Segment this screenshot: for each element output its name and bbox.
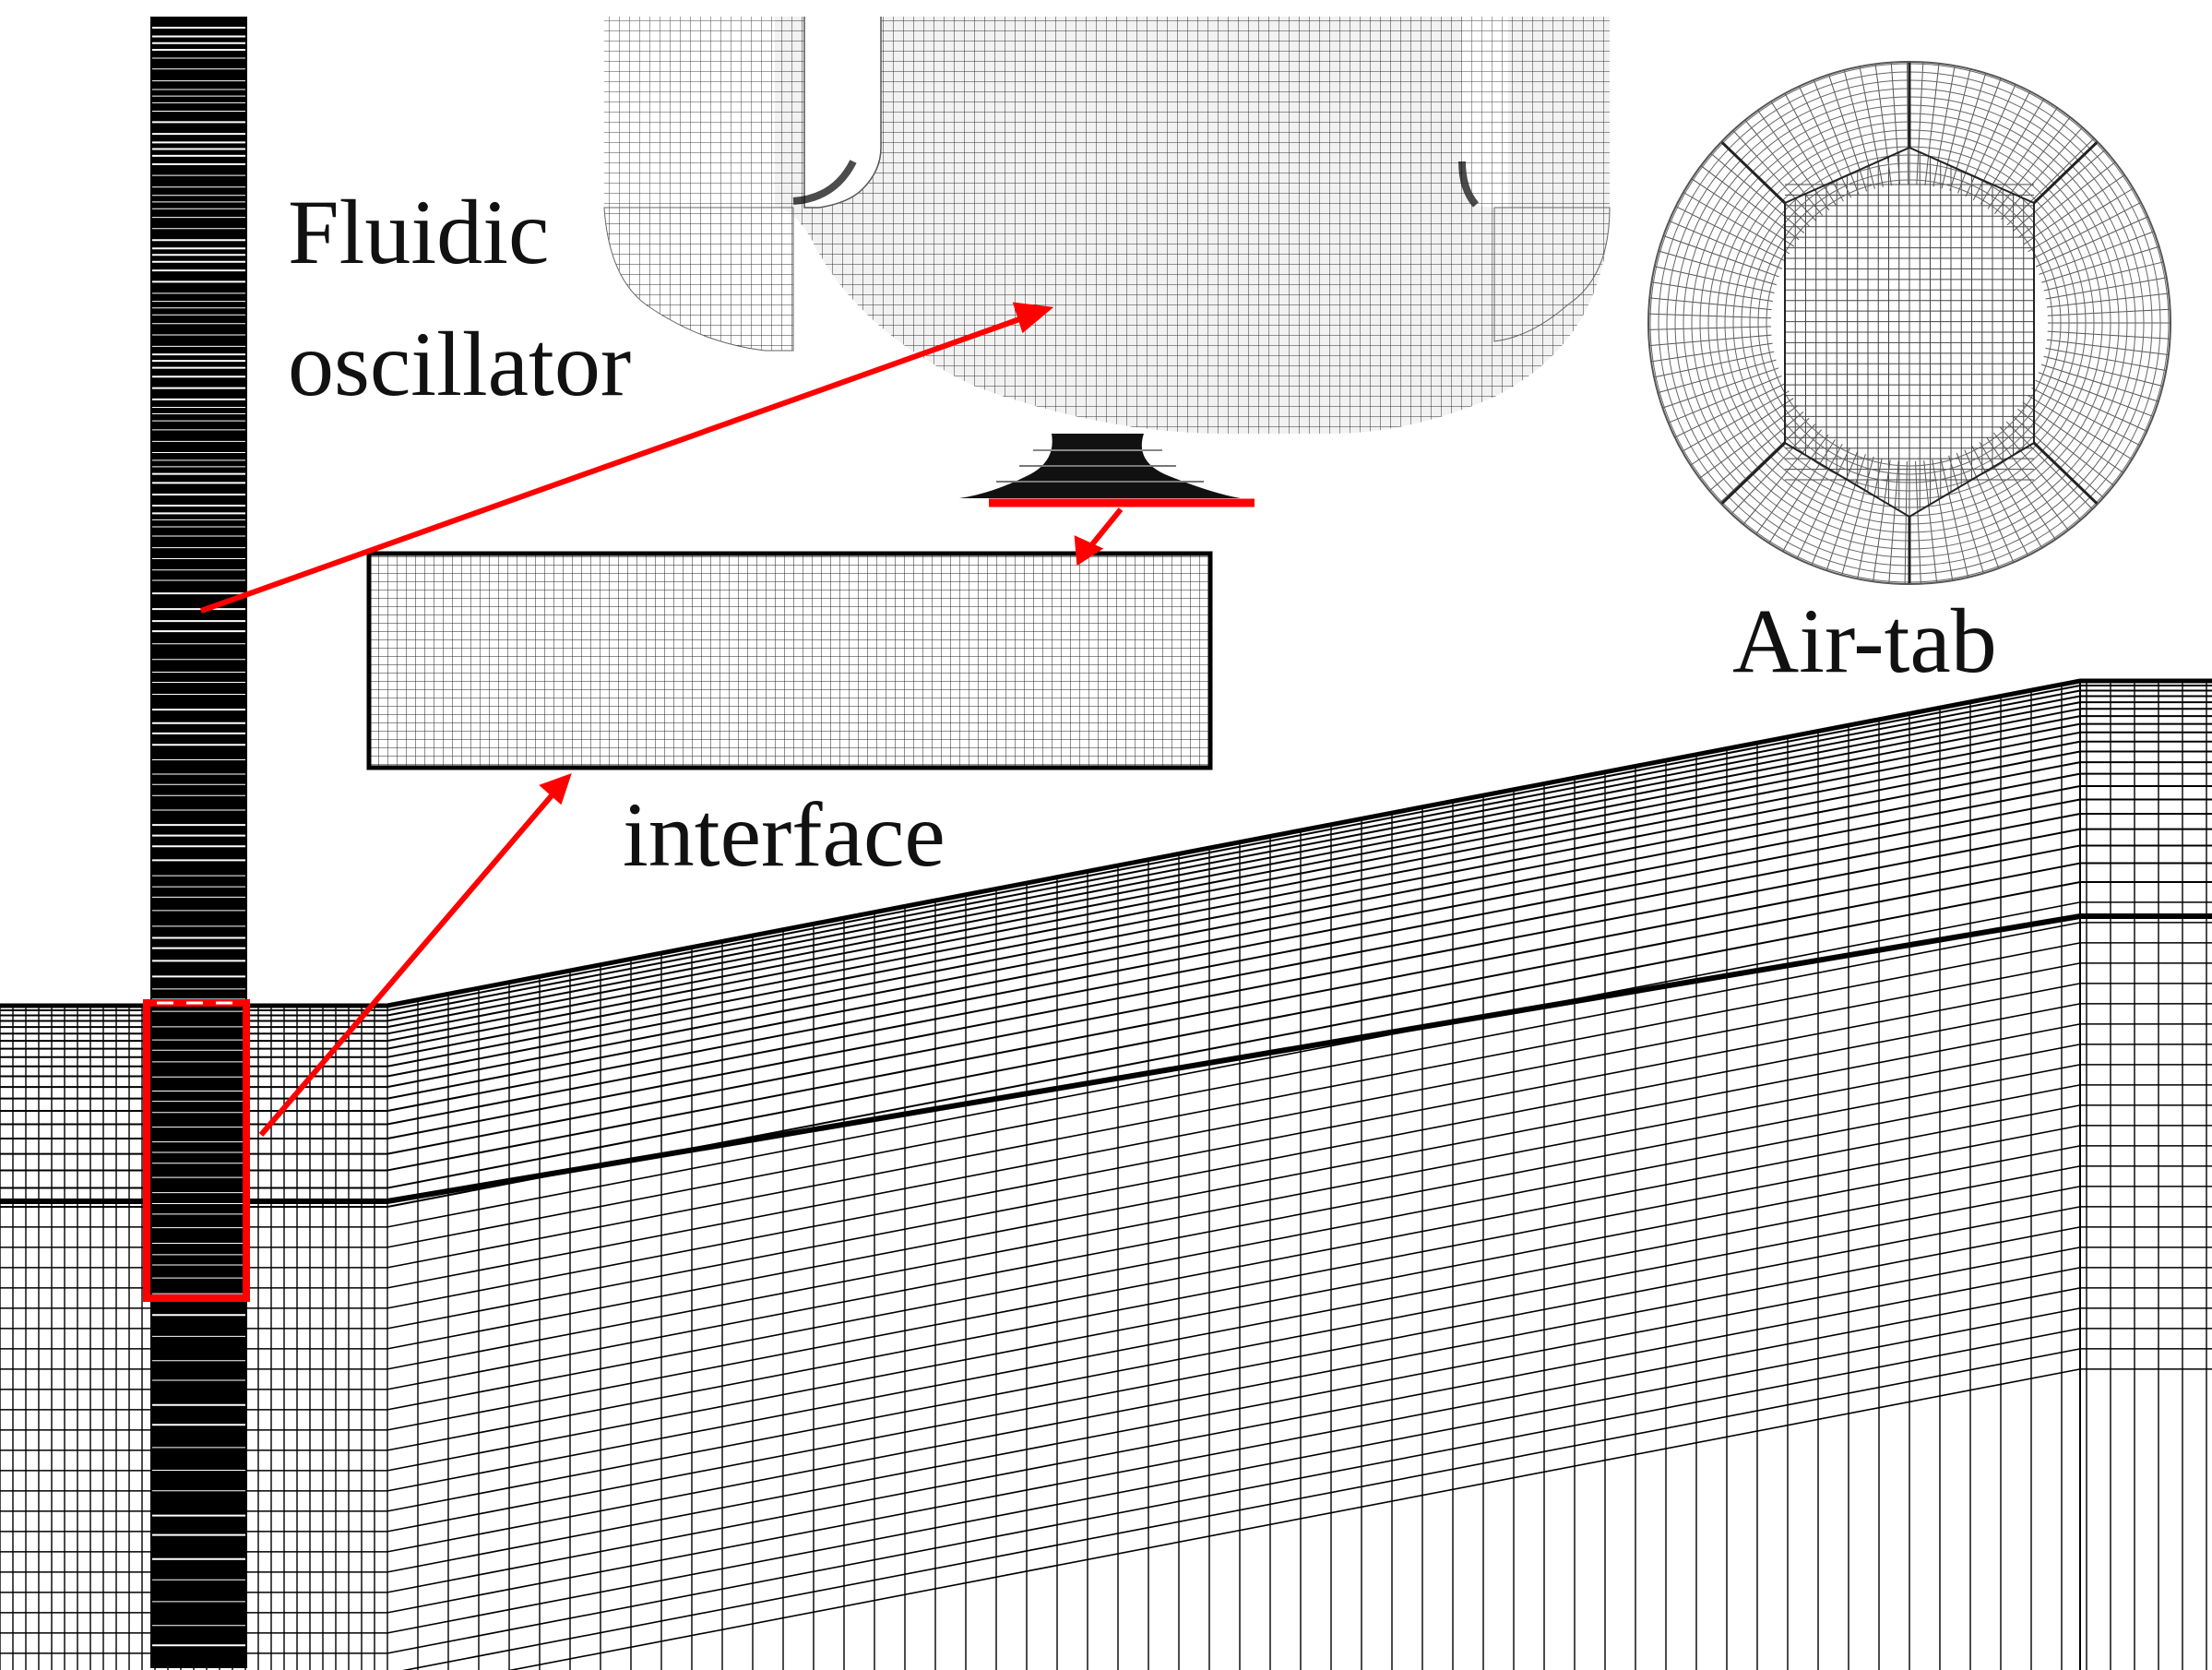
air-tab-label: Air-tab [1732, 590, 1997, 692]
duct-inner-edge [0, 913, 2212, 1204]
arrow-outlet-to-box [1086, 507, 1124, 551]
oscillator-mesh [603, 17, 1611, 507]
oscillator-channel [150, 17, 247, 1668]
arrow-box-to-interface [258, 792, 556, 1137]
arrow-channel-to-oscillator [199, 316, 1024, 614]
air-tab-mesh [1647, 61, 2171, 585]
interface-label: interface [623, 783, 945, 886]
duct-mesh [0, 681, 2212, 1670]
interface-mesh [366, 551, 1213, 770]
fluidic-label-line1: Fluidic [288, 181, 549, 283]
arrows [199, 302, 1124, 1137]
fluidic-label-line2: oscillator [288, 313, 631, 415]
